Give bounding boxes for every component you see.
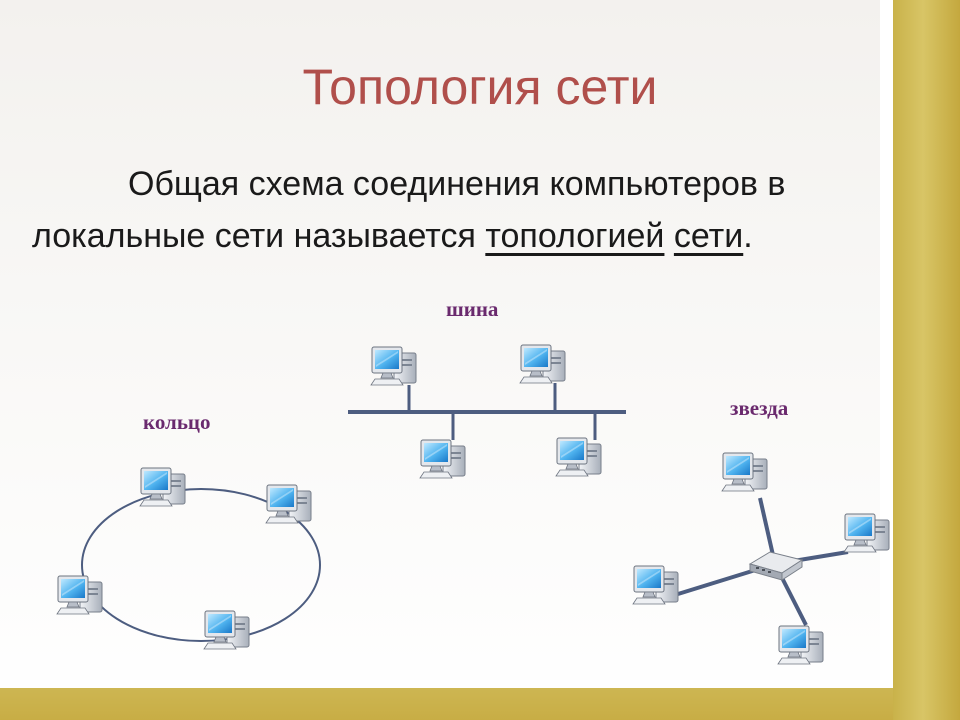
ring-cable bbox=[81, 488, 321, 642]
computer-icon bbox=[419, 439, 466, 479]
term-network: сети bbox=[673, 217, 744, 255]
slide-body-text: Общая схема соединения компьютеров в лок… bbox=[32, 158, 892, 262]
computer-icon bbox=[519, 344, 566, 384]
slide-frame-right bbox=[893, 0, 960, 720]
bus-label: шина bbox=[446, 297, 499, 321]
computer-icon bbox=[843, 513, 890, 553]
computer-icon bbox=[555, 437, 602, 477]
computer-icon bbox=[632, 565, 679, 605]
slide-frame-bottom bbox=[0, 688, 893, 720]
computer-icon bbox=[139, 467, 186, 507]
ring-label: кольцо bbox=[143, 410, 211, 434]
bus-topology bbox=[348, 344, 626, 479]
body-text-main: Общая схема соединения компьютеров в лок… bbox=[32, 165, 786, 255]
hub-icon bbox=[748, 551, 804, 581]
computer-icon bbox=[721, 452, 768, 492]
star-topology bbox=[632, 452, 890, 665]
star-label: звезда bbox=[730, 396, 789, 420]
computer-icon bbox=[203, 610, 250, 650]
computer-icon bbox=[265, 484, 312, 524]
term-topology: топологией bbox=[485, 217, 665, 255]
computer-icon bbox=[56, 575, 103, 615]
ring-topology bbox=[56, 467, 321, 650]
computer-icon bbox=[370, 346, 417, 386]
slide-title: Топология сети bbox=[302, 59, 658, 115]
computer-icon bbox=[777, 625, 824, 665]
body-text-period: . bbox=[743, 217, 753, 255]
